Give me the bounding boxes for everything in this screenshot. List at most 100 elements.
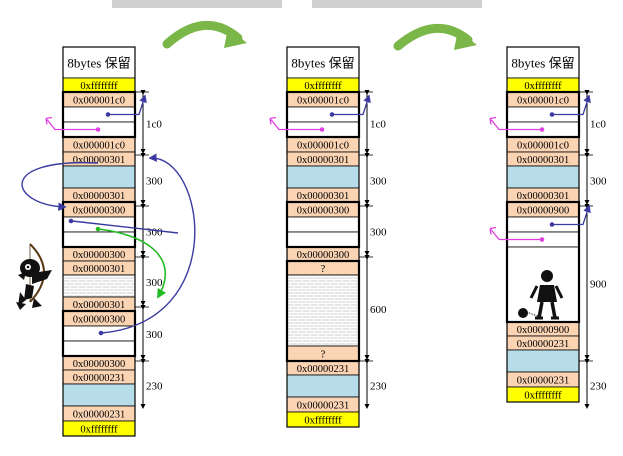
- chunk-size-label: 230: [370, 381, 387, 393]
- memory-block-header: 8bytes 保留: [506, 46, 580, 79]
- address-label: 0xffffffff: [524, 81, 562, 92]
- forward-pointer-arrow-icon: [329, 94, 371, 117]
- chunk-size-label: 1c0: [370, 119, 386, 131]
- top-tab-right: [312, 0, 482, 8]
- memory-block-peach: 0x00000301: [62, 260, 136, 276]
- address-label: 0x00000301: [297, 191, 350, 202]
- address-label: ?: [321, 350, 326, 361]
- address-label: 0x00000231: [73, 410, 126, 421]
- chunk-size-label: 300: [146, 329, 163, 341]
- chunk-size-label: 1c0: [590, 119, 606, 131]
- memory-block-teal: [286, 374, 360, 398]
- forward-pointer-arrow-icon: [549, 204, 591, 227]
- chunk-size-label: 300: [146, 227, 163, 239]
- memory-block-yellow: 0xffffffff: [286, 77, 360, 93]
- memory-block-yellow: 0xffffffff: [62, 77, 136, 93]
- heap-column-merging: 8bytes 保留 0xffffffff 0x000001c0 0x000001c0 0…: [269, 46, 387, 428]
- memory-block-yellow: 0xffffffff: [62, 420, 136, 437]
- address-label: 0x00000300: [297, 206, 350, 217]
- memory-block-peach: 0x00000300: [62, 355, 136, 371]
- memory-block-header: 8bytes 保留: [286, 46, 360, 79]
- memory-block-teal: [62, 383, 136, 407]
- memory-block-peach: 0x00000231: [506, 371, 580, 388]
- memory-block-yellow: 0xffffffff: [506, 386, 580, 403]
- memory-block-peach: 0x00000301: [62, 187, 136, 203]
- chunk-size-label: 230: [590, 381, 607, 393]
- address-label: 0x00000231: [297, 364, 350, 375]
- address-label: 0x00000300: [73, 359, 126, 370]
- address-label: 0x00000301: [73, 191, 126, 202]
- address-label: 0x000001c0: [517, 96, 569, 107]
- forward-pointer-arrow-icon: [105, 94, 147, 117]
- memory-block-white: [286, 231, 360, 248]
- memory-block-white: [62, 340, 136, 357]
- memory-block-gray: [62, 274, 136, 298]
- memory-block-peach: 0x00000300: [286, 201, 360, 218]
- memory-block-white: [286, 216, 360, 233]
- memory-block-peach: ?: [286, 345, 360, 362]
- memory-block-peach: 0x00000301: [506, 151, 580, 167]
- memory-block-white: [506, 246, 580, 323]
- address-label: 0x000001c0: [297, 96, 349, 107]
- curved-green-arrow-icon: [162, 21, 247, 49]
- chunk-size-label: 300: [146, 176, 163, 188]
- address-label: 0xffffffff: [80, 81, 118, 92]
- memory-block-teal: [506, 349, 580, 373]
- address-label: 0x00000301: [73, 155, 126, 166]
- memory-block-teal: [286, 165, 360, 189]
- address-label: 0xffffffff: [304, 416, 342, 427]
- memory-block-gray: [286, 274, 360, 347]
- memory-block-peach: 0x00000301: [286, 187, 360, 203]
- memory-block-peach: ?: [286, 260, 360, 276]
- unlink-arrows: [21, 153, 196, 336]
- address-label: 0x00000300: [73, 250, 126, 261]
- address-label: 0x000001c0: [517, 141, 569, 152]
- address-label: 0x00000300: [73, 206, 126, 217]
- address-label: 0x00000231: [297, 401, 350, 412]
- heap-column-before: 8bytes 保留 0xffffffff 0x000001c0 0x000001c0 0…: [45, 46, 163, 437]
- memory-block-peach: 0x00000300: [62, 246, 136, 262]
- address-label: 0x00000231: [517, 376, 570, 387]
- memory-block-yellow: 0xffffffff: [506, 77, 580, 93]
- memory-block-peach: 0x00000300: [62, 201, 136, 218]
- heap-column-after: 8bytes 保留 0xffffffff 0x000001c0 0x000001c0 0…: [489, 46, 607, 409]
- back-pointer-arrow-icon: [489, 226, 545, 242]
- address-label: 0x000001c0: [73, 141, 125, 152]
- address-label: 0x00000900: [517, 206, 570, 217]
- memory-block-peach: 0x00000231: [62, 405, 136, 422]
- memory-block-peach: 0x00000301: [286, 151, 360, 167]
- reserved-header-label: 8bytes 保留: [291, 56, 354, 71]
- chunk-size-label: 900: [590, 279, 607, 291]
- address-label: 0x00000231: [517, 339, 570, 350]
- archer-icon: [16, 243, 52, 310]
- memory-block-peach: 0x00000900: [506, 201, 580, 218]
- back-pointer-arrow-icon: [45, 116, 101, 132]
- address-label: 0x00000301: [517, 191, 570, 202]
- back-pointer-arrow-icon: [269, 116, 325, 132]
- memory-block-peach: 0x00000231: [286, 396, 360, 413]
- curved-green-arrow-icon: [393, 23, 477, 51]
- address-label: 0x00000301: [73, 264, 126, 275]
- chunk-size-label: 300: [370, 227, 387, 239]
- address-label: 0x000001c0: [297, 141, 349, 152]
- memory-block-peach: 0x00000300: [286, 246, 360, 262]
- memory-block-teal: [62, 165, 136, 189]
- address-label: 0x000001c0: [73, 96, 125, 107]
- forward-pointer-arrow-icon: [549, 94, 591, 117]
- prisoner-ball-chain-icon: [518, 270, 564, 320]
- address-label: 0xffffffff: [304, 81, 342, 92]
- top-tab-left: [112, 0, 282, 8]
- memory-block-peach: 0x000001c0: [286, 91, 360, 108]
- memory-block-header: 8bytes 保留: [62, 46, 136, 79]
- address-label: 0x00000231: [73, 373, 126, 384]
- address-label: 0x00000301: [297, 155, 350, 166]
- reserved-header-label: 8bytes 保留: [511, 56, 574, 71]
- address-label: 0x00000900: [517, 325, 570, 336]
- address-label: 0xffffffff: [80, 425, 118, 436]
- memory-block-peach: 0x000001c0: [506, 91, 580, 108]
- address-label: 0x00000301: [517, 155, 570, 166]
- memory-block-peach: 0x000001c0: [62, 91, 136, 108]
- chunk-size-label: 300: [146, 277, 163, 289]
- memory-block-peach: 0x00000300: [62, 310, 136, 327]
- reserved-header-label: 8bytes 保留: [67, 56, 130, 71]
